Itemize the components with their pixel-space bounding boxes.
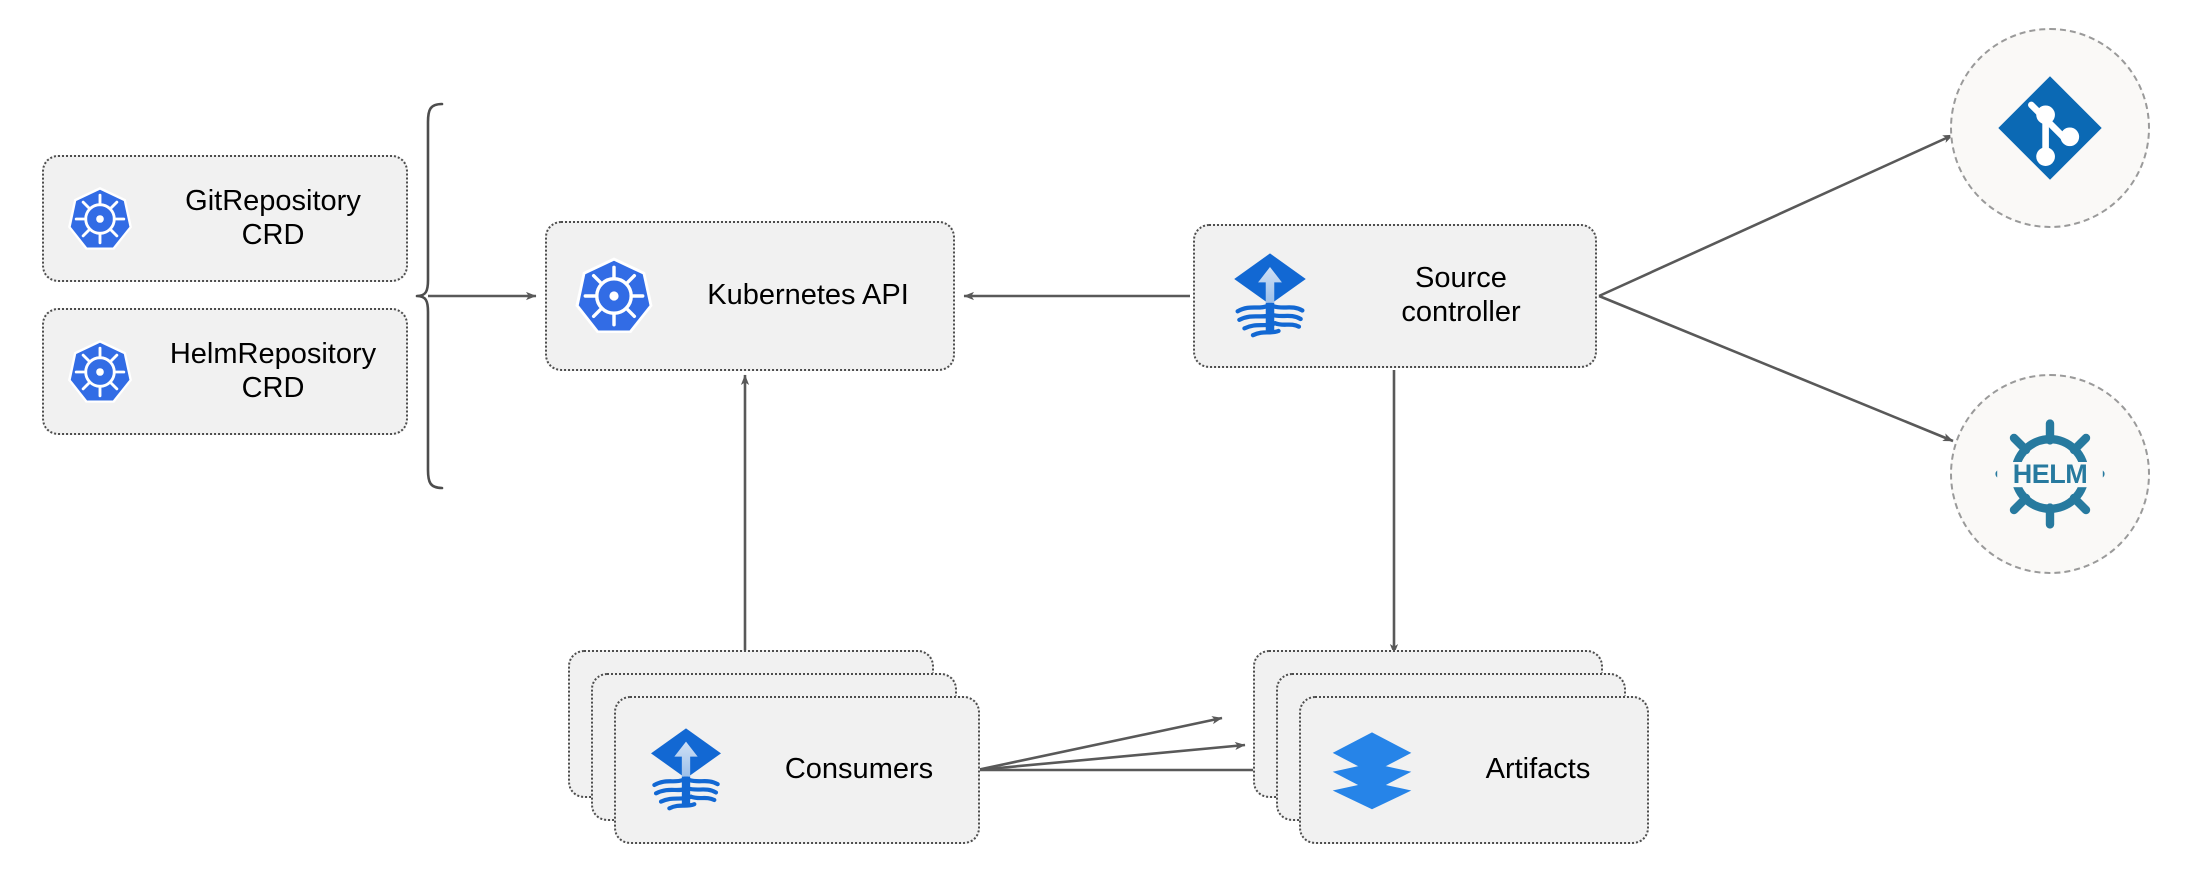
node-source-controller[interactable]: Source controller — [1193, 224, 1597, 368]
kubernetes-icon — [573, 255, 655, 337]
edge-source-controller-to-helm — [1598, 294, 1954, 443]
node-artifacts[interactable]: Artifacts — [1299, 696, 1649, 844]
kubernetes-icon — [66, 338, 134, 406]
helm-icon: HELM — [1990, 414, 2110, 534]
edge-source-controller-to-git — [1598, 133, 1954, 298]
node-kubernetes-api[interactable]: Kubernetes API — [545, 221, 955, 371]
kubernetes-icon — [66, 185, 134, 253]
node-helm-repository-crd[interactable]: HelmRepository CRD — [42, 308, 408, 435]
node-helm-source[interactable]: HELM — [1950, 374, 2150, 574]
flux-icon — [644, 725, 728, 815]
helm-label: HELM — [2012, 458, 2088, 489]
node-label: HelmRepository CRD — [169, 337, 377, 404]
node-git-repository-crd[interactable]: GitRepository CRD — [42, 155, 408, 282]
edge-consumers-to-artifacts-2 — [976, 741, 1246, 772]
node-git-source[interactable] — [1950, 28, 2150, 228]
crd-group-bracket — [415, 102, 444, 490]
node-label: Consumers — [784, 753, 934, 786]
edge-consumers-to-artifacts-1 — [976, 716, 1223, 772]
node-label: Source controller — [1401, 262, 1521, 328]
node-label: Kubernetes API — [707, 279, 909, 312]
node-consumers[interactable]: Consumers — [614, 696, 980, 844]
flux-icon — [1227, 250, 1313, 342]
git-icon — [1995, 73, 2105, 183]
artifacts-icon — [1329, 729, 1415, 811]
node-label: Artifacts — [1485, 753, 1591, 786]
node-label: GitRepository CRD — [185, 184, 361, 251]
